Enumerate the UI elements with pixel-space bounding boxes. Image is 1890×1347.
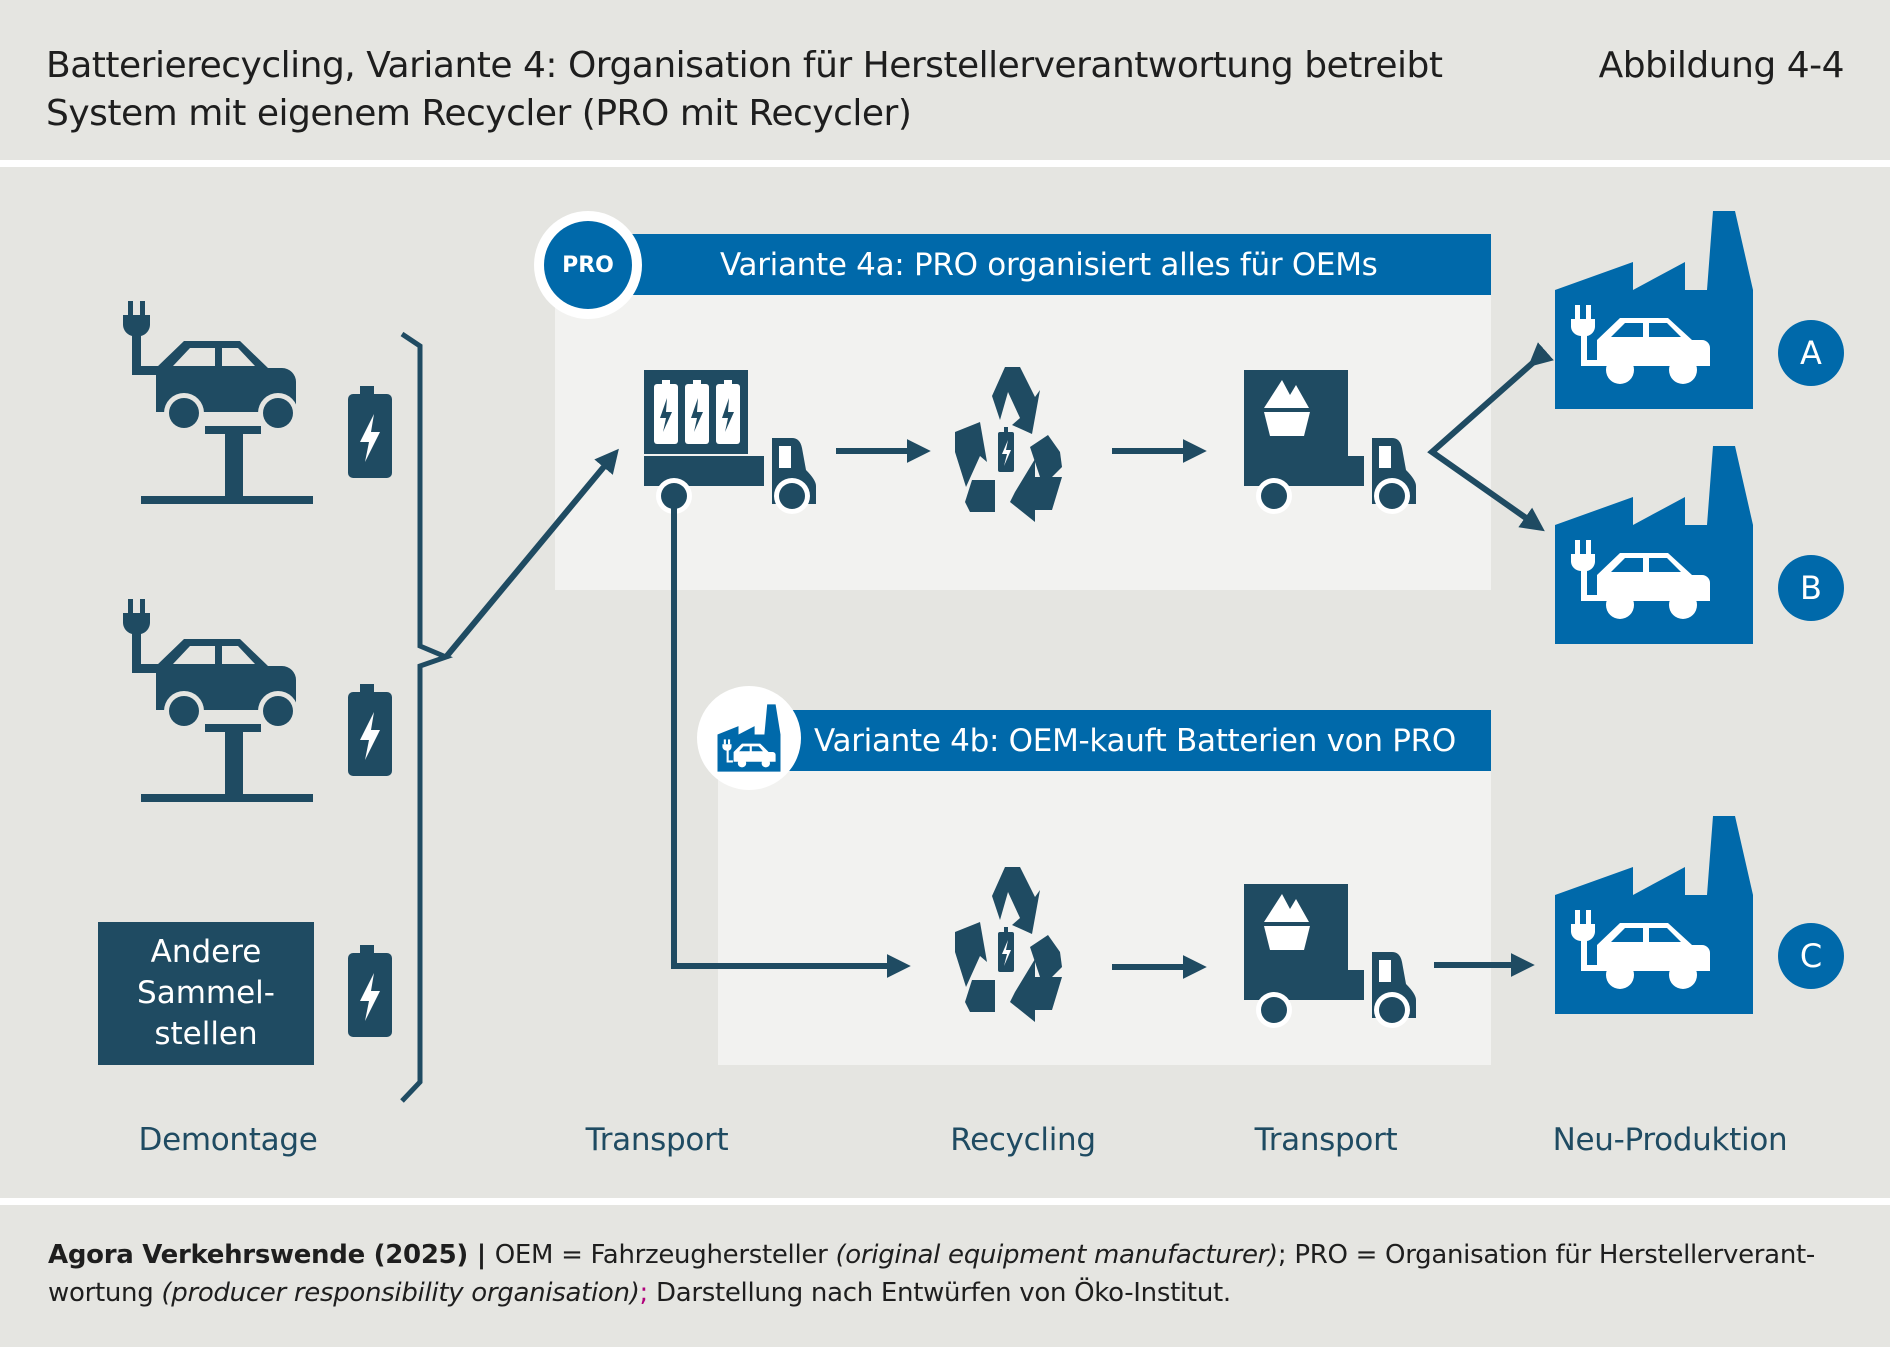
factory-ev-icon <box>1555 211 1753 409</box>
stage-label-transport: Transport <box>585 1122 729 1158</box>
ev-on-lift-icon <box>123 301 313 504</box>
stage-label-recycling: Recycling <box>950 1122 1096 1158</box>
battery-truck-icon <box>644 370 816 514</box>
factory-letter-b: B <box>1778 555 1844 621</box>
recycling-battery-icon <box>955 867 1062 1022</box>
bottom-separator <box>0 1198 1890 1205</box>
footer-semicolon: ; <box>639 1278 649 1308</box>
factory-ev-icon <box>717 704 781 772</box>
battery-icon <box>348 684 392 776</box>
recycling-battery-icon <box>955 367 1062 522</box>
stage-label-transport-2: Transport <box>1254 1122 1398 1158</box>
pro-badge-label: PRO <box>544 221 632 309</box>
header: Batterierecycling, Variante 4: Organisat… <box>0 0 1890 160</box>
footer-source: Agora Verkehrswende (2025) <box>48 1240 468 1270</box>
factory-letter-c: C <box>1778 923 1844 989</box>
battery-icon <box>348 945 392 1037</box>
material-truck-icon <box>1244 884 1416 1028</box>
arrows-to-factories-ab <box>1427 342 1554 532</box>
variant-4a-banner: Variante 4a: PRO organisiert alles für O… <box>590 234 1491 295</box>
oem-badge <box>697 686 801 790</box>
variant-4b-panel <box>718 770 1491 1065</box>
factory-ev-icon <box>1555 816 1753 1014</box>
other-line-3: stellen <box>154 1016 258 1052</box>
arrow-to-transport <box>443 448 619 659</box>
stage-label-neu-produktion: Neu-Produktion <box>1552 1122 1788 1158</box>
collection-bracket <box>400 331 453 1103</box>
figure-number: Abbildung 4-4 <box>1598 45 1845 86</box>
other-line-2: Sammel- <box>137 975 275 1011</box>
footer-note: Agora Verkehrswende (2025) | OEM = Fahrz… <box>48 1236 1848 1312</box>
arrow-to-recycling-4b <box>671 508 911 978</box>
footer-separator: | <box>468 1240 495 1270</box>
variant-4a-label: Variante 4a: PRO organisiert alles für O… <box>720 246 1378 283</box>
footer-text-3: Darstellung nach Entwürfen von Öko-Insti… <box>648 1278 1231 1308</box>
ev-on-lift-icon <box>123 599 313 802</box>
footer-italic-1: (original equipment manufacturer) <box>835 1240 1278 1270</box>
variant-4b-label: Variante 4b: OEM-kauft Batterien von PRO <box>814 722 1456 759</box>
other-line-1: Andere <box>150 934 262 970</box>
variant-4b-banner: Variante 4b: OEM-kauft Batterien von PRO <box>760 710 1491 771</box>
footer-text-1: OEM = Fahrzeughersteller <box>494 1240 836 1270</box>
pro-badge: PRO <box>534 211 642 319</box>
figure-title: Batterierecycling, Variante 4: Organisat… <box>46 45 1443 134</box>
footer-text-2: ; PRO = Organisation für Herstellerveran… <box>48 1240 1815 1308</box>
material-truck-icon <box>1244 370 1416 514</box>
battery-icon <box>348 386 392 478</box>
stage-label-demontage: Demontage <box>138 1122 318 1158</box>
other-collection-points-box: Andere Sammel- stellen <box>98 922 314 1065</box>
factory-ev-icon <box>1555 446 1753 644</box>
footer-italic-2: (producer responsibility organisation) <box>161 1278 640 1308</box>
factory-letter-a: A <box>1778 320 1844 386</box>
top-separator <box>0 160 1890 167</box>
